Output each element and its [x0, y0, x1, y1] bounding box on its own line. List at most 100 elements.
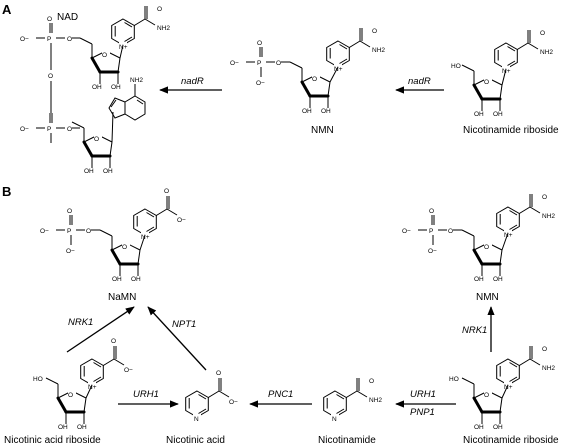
svg-text:O−: O− — [428, 248, 437, 255]
svg-text:O: O — [484, 392, 489, 399]
nmn-structure-b: O NH2 N+ OH OH O P O O− O− O — [402, 193, 555, 283]
svg-text:N+: N+ — [141, 234, 150, 241]
nmn-label-a: NMN — [311, 125, 334, 136]
panel-label-b: B — [2, 184, 11, 199]
svg-text:OH: OH — [58, 424, 68, 431]
nad-structure: O NH2 N+ OH OH O P O O− O O P O− O NH2 O… — [20, 5, 170, 175]
svg-text:O: O — [47, 16, 52, 23]
nam-label: Nicotinamide — [318, 435, 376, 446]
svg-text:O: O — [67, 126, 72, 133]
svg-text:O: O — [542, 194, 547, 201]
svg-text:NH2: NH2 — [372, 47, 385, 54]
nr-label-a: Nicotinamide riboside — [463, 125, 559, 136]
svg-text:O−: O− — [177, 217, 186, 224]
svg-text:HO: HO — [33, 376, 43, 383]
svg-text:O−: O− — [229, 399, 238, 406]
svg-text:OH: OH — [474, 111, 484, 118]
svg-text:HO: HO — [449, 376, 459, 383]
svg-text:OH: OH — [302, 108, 312, 115]
svg-text:P: P — [47, 126, 51, 133]
svg-text:OH: OH — [493, 111, 503, 118]
svg-text:N+: N+ — [88, 384, 97, 391]
svg-text:NH2: NH2 — [130, 77, 143, 84]
svg-text:O: O — [216, 370, 221, 377]
svg-text:N+: N+ — [119, 44, 128, 51]
svg-text:N+: N+ — [502, 68, 511, 75]
svg-text:OH: OH — [474, 276, 484, 283]
nr-structure-b: O NH2 N+ OH OH O HO — [449, 345, 555, 431]
nad-label: NAD — [57, 12, 78, 23]
svg-text:P: P — [257, 60, 261, 67]
enzyme-nadr-2: nadR — [408, 76, 431, 87]
svg-text:N: N — [332, 416, 337, 423]
svg-text:N+: N+ — [334, 66, 343, 73]
enzyme-npt1: NPT1 — [172, 319, 196, 330]
nr-label-b: Nicotinamide riboside — [463, 435, 559, 446]
svg-text:OH: OH — [111, 84, 121, 91]
arrow-na-to-namn — [147, 306, 207, 371]
svg-text:O: O — [540, 30, 545, 37]
svg-text:O−: O− — [20, 36, 29, 43]
svg-text:O: O — [86, 228, 91, 235]
svg-text:OH: OH — [493, 424, 503, 431]
na-label: Nicotinic acid — [166, 435, 225, 446]
svg-text:O: O — [164, 188, 169, 195]
svg-text:O: O — [102, 52, 107, 59]
svg-text:O−: O− — [66, 248, 75, 255]
enzyme-nadr-1: nadR — [181, 76, 204, 87]
svg-text:OH: OH — [77, 424, 87, 431]
enzyme-urh1-right: URH1 — [410, 389, 436, 400]
svg-text:O: O — [257, 40, 262, 47]
svg-text:O: O — [429, 208, 434, 215]
svg-text:O−: O− — [40, 228, 49, 235]
nmn-label-b: NMN — [476, 292, 499, 303]
svg-text:O: O — [67, 208, 72, 215]
namn-label: NaMN — [108, 292, 136, 303]
nar-label: Nicotinic acid riboside — [4, 435, 101, 446]
svg-text:HO: HO — [451, 63, 461, 70]
enzyme-pnp1: PNP1 — [410, 407, 435, 418]
svg-text:O−: O− — [256, 80, 265, 87]
enzyme-nrk1-right: NRK1 — [462, 325, 487, 336]
svg-text:O: O — [67, 36, 72, 43]
svg-text:P: P — [47, 36, 51, 43]
svg-text:NH2: NH2 — [540, 49, 553, 56]
svg-text:O: O — [157, 6, 162, 13]
nam-structure: O NH2 N — [323, 377, 382, 423]
svg-text:O: O — [484, 79, 489, 86]
nr-structure-a: O NH2 N+ OH OH O HO — [451, 29, 553, 118]
svg-text:OH: OH — [474, 424, 484, 431]
svg-text:O: O — [372, 28, 377, 35]
svg-text:O: O — [111, 338, 116, 345]
svg-text:N: N — [194, 416, 199, 423]
namn-structure: O O− N+ OH OH O P O O− O− O — [40, 188, 186, 283]
svg-text:O−: O− — [20, 126, 29, 133]
panel-label-a: A — [2, 2, 12, 17]
svg-text:O: O — [68, 392, 73, 399]
enzyme-nrk1-left: NRK1 — [68, 317, 93, 328]
svg-text:O: O — [448, 228, 453, 235]
svg-text:NH2: NH2 — [542, 213, 555, 220]
svg-text:O: O — [369, 378, 374, 385]
svg-text:O: O — [48, 73, 53, 80]
svg-text:NH2: NH2 — [542, 365, 555, 372]
svg-text:O−: O− — [230, 60, 239, 67]
svg-text:P: P — [67, 228, 71, 235]
svg-text:O−: O− — [402, 228, 411, 235]
svg-text:O: O — [94, 136, 99, 143]
svg-text:O: O — [122, 244, 127, 251]
svg-text:OH: OH — [131, 276, 141, 283]
enzyme-urh1-left: URH1 — [133, 389, 159, 400]
svg-text:NH2: NH2 — [369, 397, 382, 404]
svg-text:O: O — [312, 76, 317, 83]
svg-text:OH: OH — [321, 108, 331, 115]
svg-text:N+: N+ — [504, 232, 513, 239]
svg-text:N+: N+ — [504, 384, 513, 391]
nmn-structure-a: O NH2 N+ OH OH O P O O− O− O — [230, 27, 385, 115]
svg-text:O: O — [276, 60, 281, 67]
nar-structure: O O− N+ OH OH O HO — [33, 338, 133, 431]
arrow-nar-to-namn — [66, 306, 135, 353]
enzyme-pnc1: PNC1 — [268, 389, 293, 400]
svg-text:P: P — [429, 228, 433, 235]
